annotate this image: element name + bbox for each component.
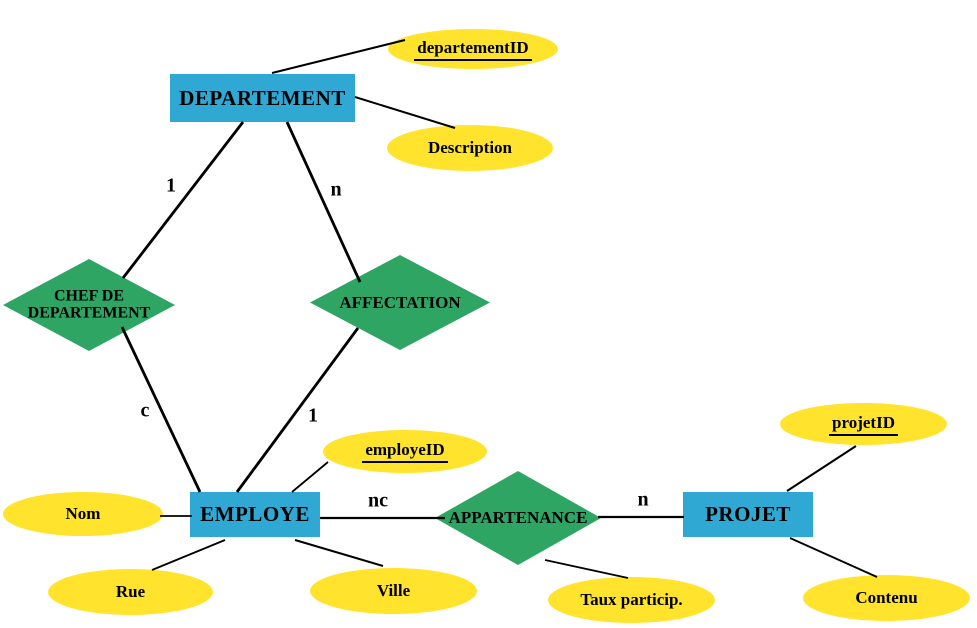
entity-employe: EMPLOYE — [190, 492, 320, 537]
primary-key-label: employeID — [362, 440, 448, 463]
connector-employeid-employe — [291, 461, 329, 493]
cardinality-employe-appartenance: nc — [368, 489, 388, 512]
attribute-taux-particip: Taux particip. — [548, 577, 715, 623]
connector-projet-contenu — [789, 537, 878, 578]
relationship-appartenance: APPARTENANCE — [435, 471, 601, 565]
attribute-label: Description — [427, 138, 513, 157]
connector-departement-departementid — [271, 39, 406, 74]
cardinality-chef-employe: c — [140, 399, 150, 422]
attribute-projet-id: projetID — [780, 403, 947, 445]
entity-departement: DEPARTEMENT — [170, 74, 355, 122]
cardinality-appartenance-projet: n — [637, 488, 649, 511]
entity-projet: PROJET — [683, 492, 813, 537]
connector-affectation-employe — [235, 327, 360, 493]
relationship-chef-de-departement: CHEF DE DEPARTEMENT — [3, 259, 175, 351]
attribute-employe-id: employeID — [323, 430, 487, 473]
relationship-affectation: AFFECTATION — [310, 255, 490, 350]
attribute-nom: Nom — [3, 492, 163, 536]
attribute-label: Nom — [65, 504, 101, 523]
connector-employe-ville — [294, 539, 384, 567]
connector-employe-rue — [151, 539, 226, 571]
attribute-label: Contenu — [855, 588, 918, 607]
relationship-label: APPARTENANCE — [448, 507, 588, 527]
connector-departement-description — [354, 96, 456, 129]
connector-chef-employe — [120, 326, 202, 493]
connector-departement-chef — [121, 121, 245, 279]
attribute-label: Rue — [115, 582, 146, 601]
attribute-label: Taux particip. — [580, 590, 683, 609]
attribute-description: Description — [387, 125, 553, 171]
connector-projet-projetid — [786, 445, 857, 492]
primary-key-label: projetID — [829, 413, 898, 436]
relationship-label: AFFECTATION — [339, 292, 461, 312]
attribute-contenu: Contenu — [803, 575, 970, 621]
attribute-ville: Ville — [310, 568, 477, 614]
attribute-label: Ville — [376, 581, 411, 600]
attribute-rue: Rue — [48, 569, 213, 615]
attribute-departement-id: departementID — [388, 29, 558, 69]
cardinality-affectation-employe: 1 — [308, 404, 318, 427]
cardinality-departement-affectation: n — [330, 178, 342, 201]
cardinality-departement-chef: 1 — [166, 174, 176, 197]
primary-key-label: departementID — [414, 38, 532, 61]
relationship-label: CHEF DE DEPARTEMENT — [27, 287, 151, 322]
